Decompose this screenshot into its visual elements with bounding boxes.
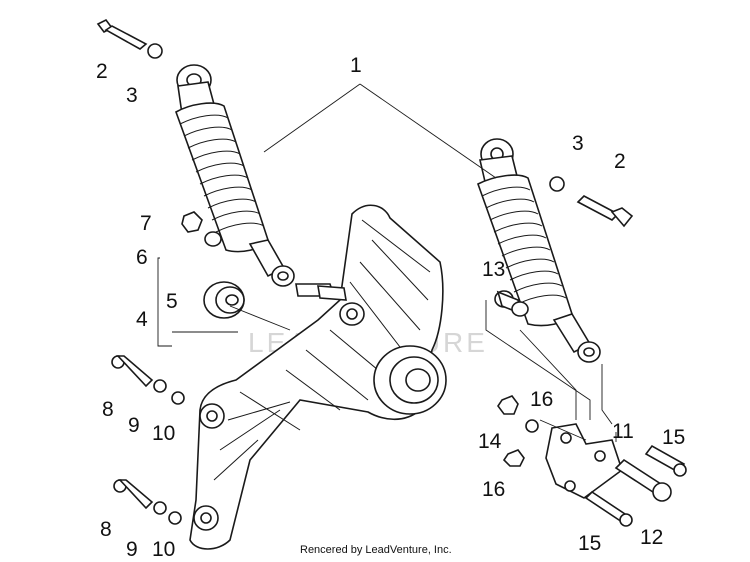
washer-10-lower (168, 511, 182, 525)
label-2-left: 2 (96, 60, 108, 83)
top-left-washer (147, 43, 163, 59)
right-washer-3 (549, 176, 565, 192)
label-14: 14 (478, 430, 502, 453)
credit-text: Rencered by LeadVenture, Inc. (300, 544, 452, 556)
washer-16-bottom (502, 449, 525, 467)
label-16-lower: 16 (482, 478, 505, 501)
nut-7 (181, 211, 203, 233)
washer-9-lower (153, 501, 167, 515)
label-10-lower: 10 (152, 538, 175, 561)
washer-10-upper (171, 391, 185, 405)
callout-labels: 1 2 3 3 2 7 6 5 4 13 8 9 10 16 14 11 15 … (96, 54, 685, 561)
label-3-left: 3 (126, 84, 138, 107)
bolt-15-right (644, 444, 687, 477)
label-15-right: 15 (662, 426, 685, 449)
washer-9-upper (153, 379, 167, 393)
bushing-13 (494, 290, 529, 317)
nut-14 (497, 395, 519, 415)
label-4: 4 (136, 308, 148, 331)
label-16-upper: 16 (530, 388, 553, 411)
swing-arm (189, 204, 447, 550)
label-8-lower: 8 (100, 518, 112, 541)
right-shock-absorber (477, 138, 601, 363)
bolt-12 (614, 458, 672, 502)
label-7: 7 (140, 212, 152, 235)
washer-6 (204, 231, 222, 247)
bolt-8-upper (111, 355, 154, 388)
bearing-5 (203, 281, 245, 319)
label-3-right: 3 (572, 132, 584, 155)
label-9-upper: 9 (128, 414, 140, 437)
label-2-right: 2 (614, 150, 626, 173)
label-8-upper: 8 (102, 398, 114, 421)
left-shock-absorber (175, 64, 295, 287)
label-5: 5 (166, 290, 178, 313)
bracket-11 (545, 423, 623, 499)
bolt-15-bottom (584, 490, 633, 527)
label-15-bottom: 15 (578, 532, 601, 555)
label-9-lower: 9 (126, 538, 138, 561)
label-1: 1 (350, 54, 362, 77)
label-6: 6 (136, 246, 148, 269)
label-10-upper: 10 (152, 422, 175, 445)
label-12: 12 (640, 526, 663, 549)
top-left-bolt (96, 18, 148, 50)
right-bolt-2 (576, 195, 634, 228)
bolt-8-lower (113, 479, 154, 510)
label-11: 11 (612, 420, 634, 443)
leader-lines (157, 83, 617, 442)
washer-16-top (525, 419, 539, 433)
label-13: 13 (482, 258, 505, 281)
